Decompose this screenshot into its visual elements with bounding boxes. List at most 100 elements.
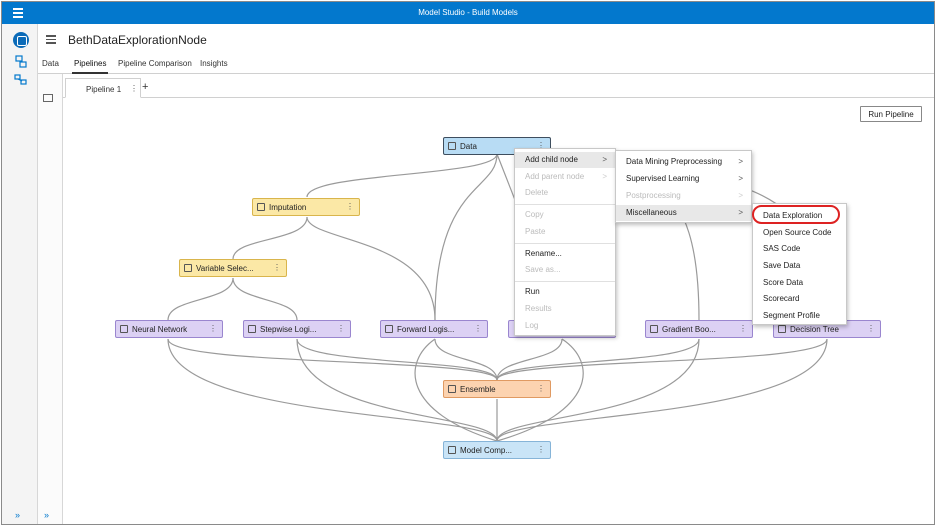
regression-icon [248, 325, 256, 333]
node-label: Gradient Boo... [662, 325, 716, 334]
node-options-icon[interactable]: ⋮ [537, 445, 545, 454]
menu-label: Postprocessing [626, 191, 681, 200]
node-context-menu: Add child node> Add parent node> Delete … [514, 148, 616, 336]
menu-divider [515, 281, 615, 282]
menu-postprocessing: Postprocessing > [616, 188, 751, 204]
menu-label: Add parent node [525, 172, 585, 181]
tab-pipeline-1[interactable]: Pipeline 1 ⋮ [65, 78, 141, 98]
pipeline-tab-label: Pipeline 1 [86, 85, 122, 94]
menu-rename[interactable]: Rename... [525, 249, 562, 258]
manage-models-icon[interactable] [13, 72, 29, 88]
node-imputation[interactable]: Imputation ⋮ [252, 198, 360, 216]
neural-network-icon [120, 325, 128, 333]
decision-tree-icon [778, 325, 786, 333]
tab-pipeline-comparison[interactable]: Pipeline Comparison [118, 59, 192, 68]
app-title: Model Studio - Build Models [418, 8, 518, 17]
node-options-icon[interactable]: ⋮ [337, 324, 345, 333]
menu-score-data[interactable]: Score Data [763, 278, 804, 287]
menu-add-child-node[interactable]: Add child node > [515, 152, 615, 168]
menu-label: Data Mining Preprocessing [626, 157, 723, 166]
project-title: BethDataExplorationNode [68, 33, 207, 47]
menu-results: Results [525, 304, 552, 313]
menu-delete: Delete [525, 188, 549, 197]
expand-panel-icon[interactable]: » [44, 510, 50, 520]
menu-open-source-code[interactable]: Open Source Code [763, 228, 832, 237]
menu-data-exploration[interactable]: Data Exploration [763, 211, 823, 220]
menu-divider [515, 243, 615, 244]
node-label: Imputation [269, 203, 307, 212]
node-options-icon[interactable]: ⋮ [867, 324, 875, 333]
menu-supervised-learning[interactable]: Supervised Learning> [616, 171, 751, 187]
project-tabs: Data Pipelines Pipeline Comparison Insig… [38, 56, 934, 74]
gradient-boosting-icon [650, 325, 658, 333]
node-label: Stepwise Logi... [260, 325, 317, 334]
menu-sas-code[interactable]: SAS Code [763, 244, 801, 253]
node-label: Neural Network [132, 325, 188, 334]
chevron-right-icon: > [738, 174, 743, 183]
node-options-icon[interactable]: ⋮ [537, 384, 545, 393]
menu-miscellaneous[interactable]: Miscellaneous > [616, 205, 751, 221]
node-options-icon[interactable]: ⋮ [209, 324, 217, 333]
menu-copy: Copy [525, 210, 544, 219]
menu-label: Miscellaneous [626, 208, 677, 217]
title-bar: Model Studio - Build Models [2, 2, 934, 24]
menu-divider [515, 204, 615, 205]
node-options-icon[interactable]: ⋮ [346, 202, 354, 211]
node-label: Forward Logis... [397, 325, 455, 334]
node-gradient-boosting[interactable]: Gradient Boo... ⋮ [645, 320, 753, 338]
left-rail: » [2, 24, 38, 524]
variable-selection-icon [184, 264, 192, 272]
node-model-comparison[interactable]: Model Comp... ⋮ [443, 441, 551, 459]
node-options-icon[interactable]: ⋮ [739, 324, 747, 333]
tab-data[interactable]: Data [42, 59, 59, 68]
node-ensemble[interactable]: Ensemble ⋮ [443, 380, 551, 398]
expand-rail-icon[interactable]: » [15, 510, 21, 520]
node-stepwise-logistic[interactable]: Stepwise Logi... ⋮ [243, 320, 351, 338]
chevron-right-icon: > [602, 155, 607, 164]
chevron-right-icon: > [738, 157, 743, 166]
menu-paste: Paste [525, 227, 546, 236]
node-options-icon[interactable]: ⋮ [273, 263, 281, 272]
chevron-right-icon: > [738, 208, 743, 217]
regression-icon [385, 325, 393, 333]
imputation-icon [257, 203, 265, 211]
menu-scorecard[interactable]: Scorecard [763, 294, 800, 303]
menu-add-parent-node: Add parent node > [515, 169, 615, 185]
build-models-icon[interactable] [13, 32, 29, 48]
miscellaneous-submenu: Data Exploration Open Source Code SAS Co… [752, 203, 847, 325]
menu-segment-profile[interactable]: Segment Profile [763, 311, 820, 320]
menu-save-data[interactable]: Save Data [763, 261, 801, 270]
chevron-right-icon: > [738, 191, 743, 200]
node-label: Data [460, 142, 477, 151]
nodes-panel-rail: » [38, 74, 63, 524]
node-forward-logistic[interactable]: Forward Logis... ⋮ [380, 320, 488, 338]
tab-pipelines[interactable]: Pipelines [71, 59, 109, 74]
menu-label: Add child node [525, 155, 578, 164]
tab-insights[interactable]: Insights [200, 59, 228, 68]
pipeline-tabs: Pipeline 1 ⋮ + [63, 74, 934, 98]
node-label: Ensemble [460, 385, 496, 394]
model-comparison-icon [448, 446, 456, 454]
chevron-right-icon: > [602, 172, 607, 181]
node-variable-selection[interactable]: Variable Selec... ⋮ [179, 259, 287, 277]
menu-data-mining-preprocessing[interactable]: Data Mining Preprocessing > [616, 154, 751, 170]
menu-log: Log [525, 321, 539, 330]
project-list-icon[interactable] [46, 35, 56, 44]
run-pipeline-button[interactable]: Run Pipeline [860, 106, 922, 122]
node-options-icon[interactable]: ⋮ [537, 141, 545, 150]
pipeline-tab-options-icon[interactable]: ⋮ [130, 84, 138, 93]
manage-data-icon[interactable] [13, 54, 29, 70]
node-neural-network[interactable]: Neural Network ⋮ [115, 320, 223, 338]
data-node-icon [448, 142, 456, 150]
add-child-submenu: Data Mining Preprocessing > Supervised Le… [615, 150, 752, 223]
hamburger-menu-icon[interactable] [11, 6, 25, 20]
menu-run[interactable]: Run [525, 287, 540, 296]
node-panel-icon[interactable] [43, 94, 53, 102]
project-header: BethDataExplorationNode [38, 24, 934, 56]
add-pipeline-button[interactable]: + [142, 81, 149, 93]
node-label: Variable Selec... [196, 264, 254, 273]
menu-save-as: Save as... [525, 265, 561, 274]
node-options-icon[interactable]: ⋮ [474, 324, 482, 333]
node-label: Model Comp... [460, 446, 513, 455]
